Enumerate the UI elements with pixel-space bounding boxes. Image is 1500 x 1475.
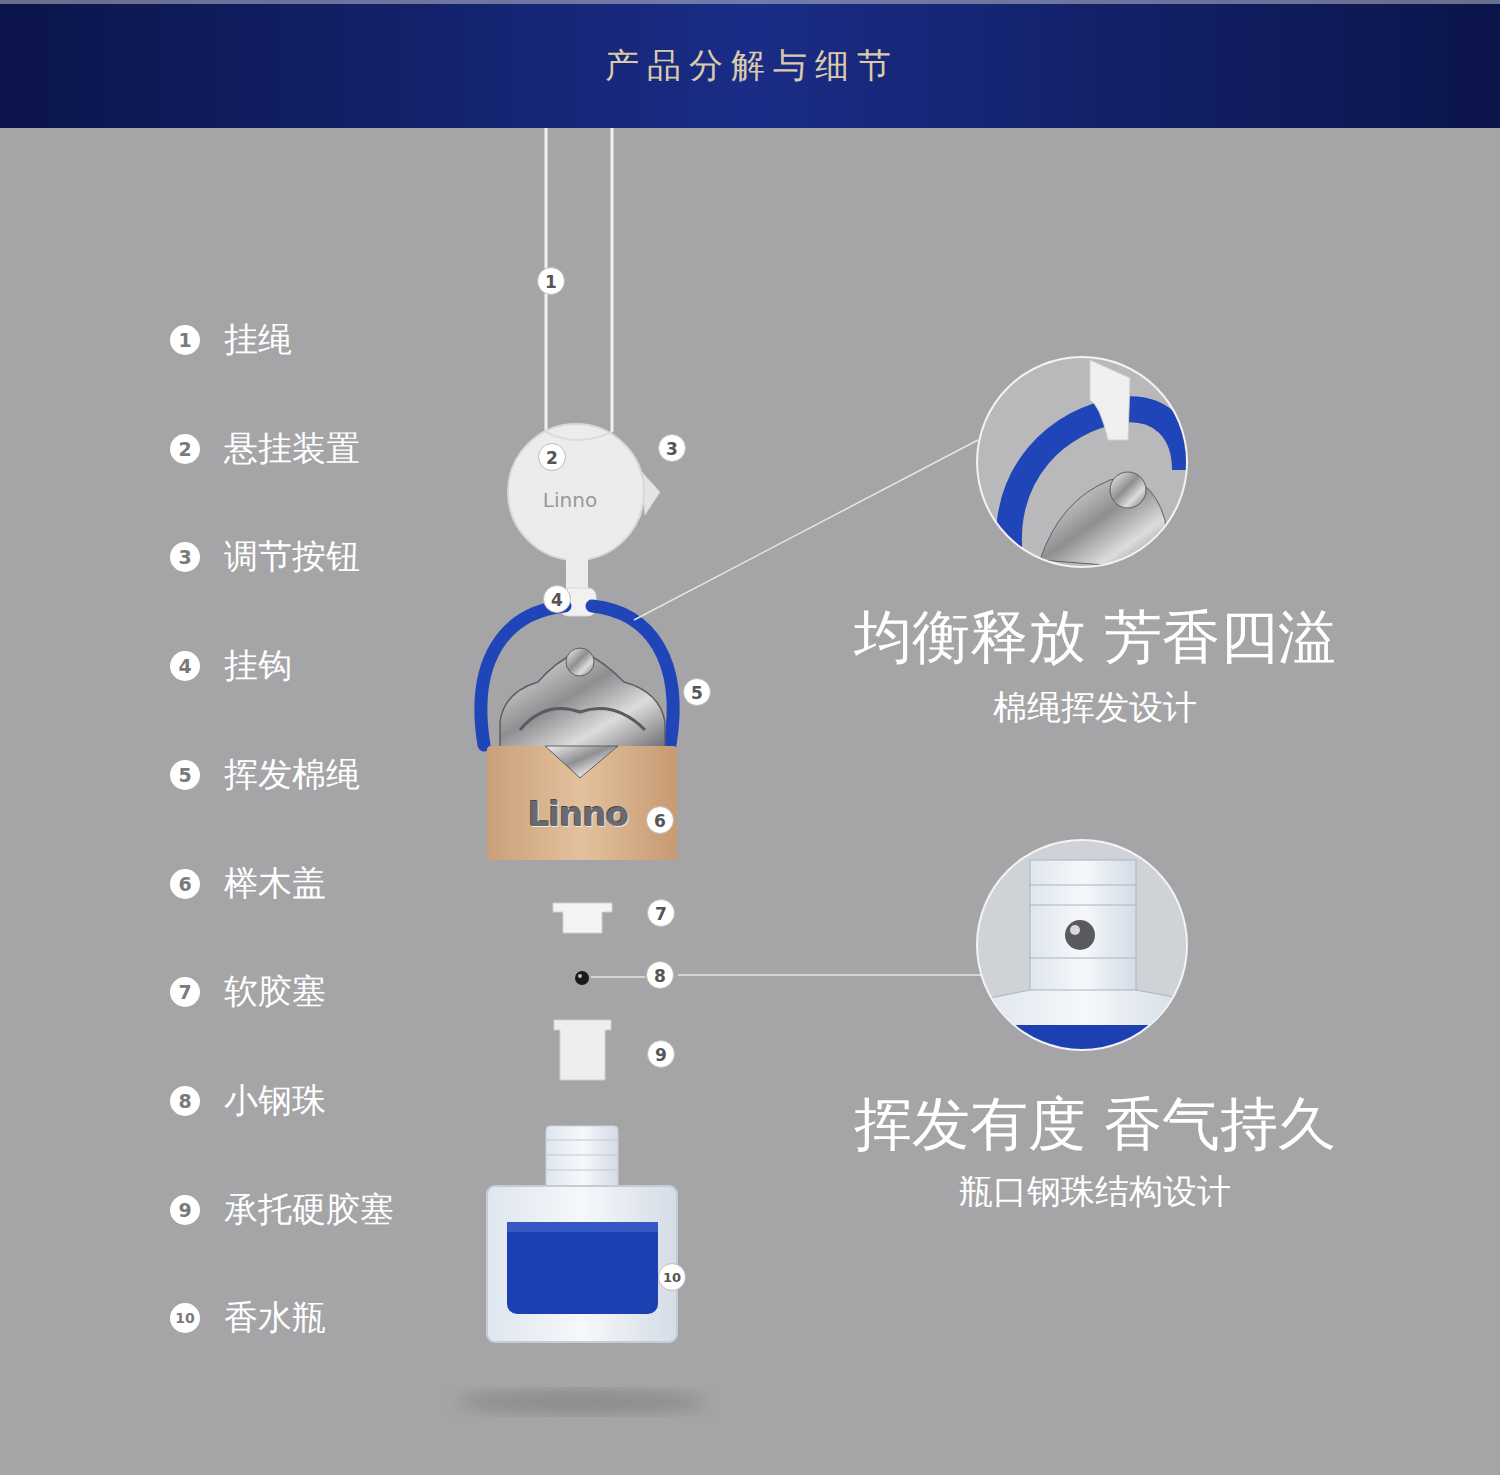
list-number: 1 xyxy=(170,325,200,355)
feature-heading: 均衡释放 芳香四溢 xyxy=(854,606,1336,670)
feature-subheading: 瓶口钢珠结构设计 xyxy=(959,1173,1231,1210)
callout-number: 8 xyxy=(646,961,674,989)
part-name: 挂钩 xyxy=(224,647,292,684)
list-number: 6 xyxy=(170,869,200,899)
callout-number: 6 xyxy=(646,806,674,834)
callout-number: 4 xyxy=(543,585,571,613)
list-number: 10 xyxy=(170,1303,200,1333)
hanger-logo: Linno xyxy=(543,489,597,511)
callout-number: 2 xyxy=(538,443,566,471)
callout-number: 3 xyxy=(658,434,686,462)
part-name: 挂绳 xyxy=(224,321,292,358)
callout-number: 1 xyxy=(537,267,565,295)
part-name: 软胶塞 xyxy=(224,973,326,1010)
list-number: 2 xyxy=(170,434,200,464)
part-name: 香水瓶 xyxy=(224,1300,326,1337)
list-number: 8 xyxy=(170,1086,200,1116)
list-number: 9 xyxy=(170,1195,200,1225)
callout-number: 7 xyxy=(647,899,675,927)
page-title: 产品分解与细节 xyxy=(605,47,899,84)
callout-number: 10 xyxy=(658,1263,686,1291)
list-number: 7 xyxy=(170,977,200,1007)
part-name: 调节按钮 xyxy=(224,539,360,576)
part-name: 悬挂装置 xyxy=(224,430,360,467)
callout-number: 5 xyxy=(683,678,711,706)
feature-subheading: 棉绳挥发设计 xyxy=(993,689,1197,726)
feature-heading: 挥发有度 香气持久 xyxy=(854,1093,1336,1157)
part-name: 挥发棉绳 xyxy=(224,756,360,793)
list-number: 4 xyxy=(170,651,200,681)
part-name: 榉木盖 xyxy=(224,865,326,902)
part-name: 承托硬胶塞 xyxy=(224,1191,394,1228)
cap-logo: Linno xyxy=(528,796,628,833)
list-number: 5 xyxy=(170,760,200,790)
part-name: 小钢珠 xyxy=(224,1082,326,1119)
list-number: 3 xyxy=(170,542,200,572)
callout-number: 9 xyxy=(647,1040,675,1068)
